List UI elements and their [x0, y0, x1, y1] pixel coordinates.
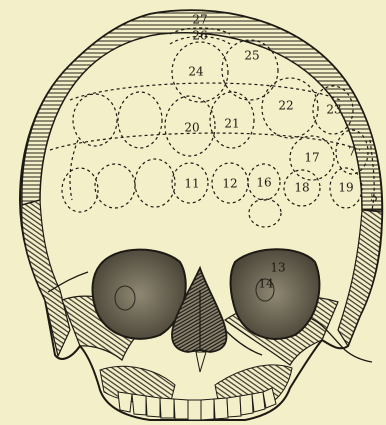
region-26-label: 26: [192, 29, 207, 43]
region-13-label: 13: [270, 261, 285, 275]
region-18-label: 18: [294, 181, 309, 195]
region-27-label: 27: [192, 13, 207, 27]
region-14-label: 14: [258, 277, 274, 291]
region-7-label: 7: [348, 145, 356, 159]
region-24-label: 24: [188, 65, 204, 79]
region-23-label: 23: [326, 103, 341, 117]
region-25-label: 25: [244, 49, 259, 63]
region-11-label: 11: [184, 177, 199, 191]
region-5-label: 5: [370, 191, 378, 205]
region-19-label: 19: [338, 181, 353, 195]
left-eye-socket-icon: [93, 250, 186, 339]
region-22-label: 22: [278, 99, 293, 113]
region-12-label: 12: [222, 177, 237, 191]
region-21-label: 21: [224, 117, 239, 131]
region-20-label: 20: [184, 121, 199, 135]
region-17-label: 17: [304, 151, 319, 165]
region-16-label: 16: [256, 176, 271, 190]
